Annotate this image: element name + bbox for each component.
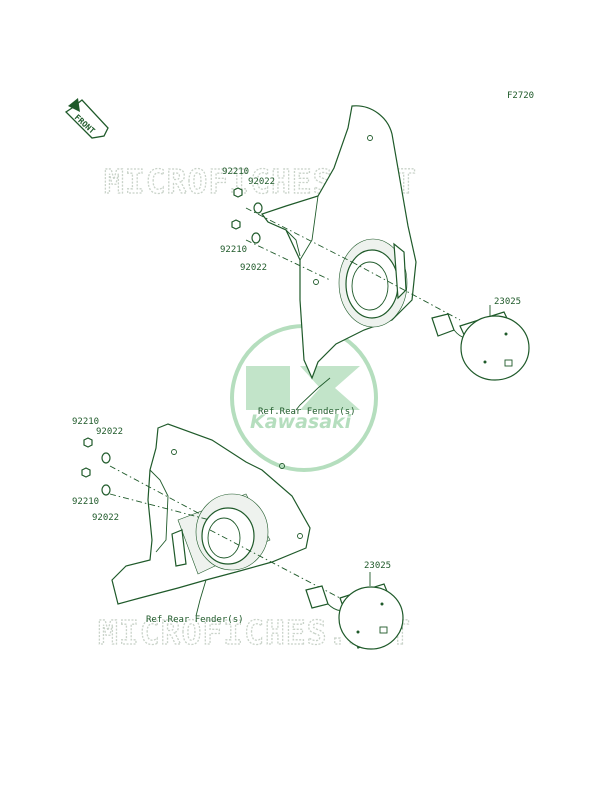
upper-nut-top bbox=[233, 187, 243, 198]
lower-nut-top bbox=[83, 437, 93, 448]
upper-nut-bottom-label: 92210 bbox=[220, 245, 247, 255]
lower-washer-bottom bbox=[101, 484, 111, 496]
lower-nut-bottom-label: 92210 bbox=[72, 497, 99, 507]
lower-washer-bottom-label: 92022 bbox=[92, 513, 119, 523]
upper-lamp bbox=[460, 315, 530, 381]
upper-washer-bottom-label: 92022 bbox=[240, 263, 267, 273]
lower-nut-bottom bbox=[81, 467, 91, 478]
lower-washer-top-label: 92022 bbox=[96, 427, 123, 437]
lower-assembly: 92210 92022 92210 92022 23025 Ref.Rear F… bbox=[72, 417, 404, 650]
upper-lamp-label: 23025 bbox=[494, 297, 521, 307]
kawasaki-logo-text: Kawasaki bbox=[250, 411, 352, 433]
upper-nut-bottom bbox=[231, 219, 241, 230]
upper-washer-top-label: 92022 bbox=[248, 177, 275, 187]
upper-fender-bracket bbox=[261, 105, 417, 380]
upper-nut-top-label: 92210 bbox=[222, 167, 249, 177]
upper-ref-label: Ref.Rear Fender(s) bbox=[258, 407, 356, 417]
lower-lamp-label: 23025 bbox=[364, 561, 391, 571]
figure-code: F2720 bbox=[507, 91, 534, 101]
lower-washer-top bbox=[101, 452, 111, 464]
upper-washer-top bbox=[253, 202, 263, 214]
front-arrow-icon: FRONT bbox=[64, 98, 109, 139]
lower-lamp bbox=[338, 586, 404, 650]
lower-ref-label: Ref.Rear Fender(s) bbox=[146, 615, 244, 625]
upper-assembly: 92210 92022 92210 92022 23025 Ref.Rear F… bbox=[220, 105, 530, 417]
lower-nut-top-label: 92210 bbox=[72, 417, 99, 427]
upper-washer-bottom bbox=[251, 232, 261, 244]
